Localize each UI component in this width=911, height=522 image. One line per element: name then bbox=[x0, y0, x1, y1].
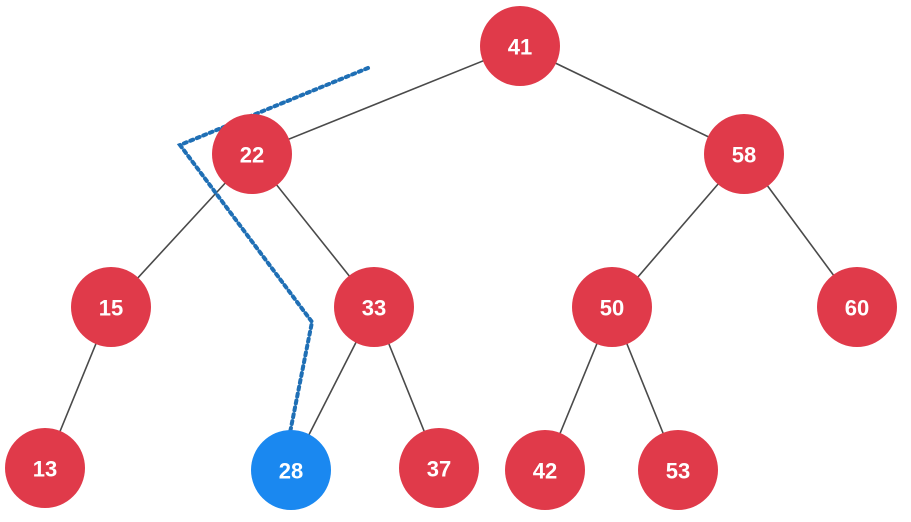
node-label: 42 bbox=[533, 459, 557, 484]
search-path-trace bbox=[176, 66, 370, 485]
highlighted-node-circle bbox=[251, 430, 331, 510]
node-label: 60 bbox=[845, 296, 869, 321]
node-label: 13 bbox=[33, 457, 57, 482]
node-circle bbox=[5, 428, 85, 508]
node-circle bbox=[212, 114, 292, 194]
edges-layer bbox=[44, 45, 858, 471]
tree-node-60: 60 bbox=[817, 267, 897, 347]
node-circle bbox=[638, 430, 718, 510]
node-circle bbox=[71, 267, 151, 347]
tree-node-53: 53 bbox=[638, 430, 718, 510]
tree-node-15: 15 bbox=[71, 267, 151, 347]
tree-node-22: 22 bbox=[212, 114, 292, 194]
tree-node-58: 58 bbox=[704, 114, 784, 194]
node-label: 15 bbox=[99, 296, 123, 321]
node-label: 50 bbox=[600, 296, 624, 321]
tree-node-13: 13 bbox=[5, 428, 85, 508]
tree-node-28: 28 bbox=[251, 430, 331, 510]
edge-41-58 bbox=[519, 45, 745, 155]
node-label: 41 bbox=[508, 35, 532, 60]
node-label: 33 bbox=[362, 296, 386, 321]
node-circle bbox=[480, 6, 560, 86]
node-circle bbox=[334, 267, 414, 347]
tree-node-42: 42 bbox=[505, 430, 585, 510]
node-label: 37 bbox=[427, 457, 451, 482]
node-circle bbox=[399, 428, 479, 508]
node-label: 28 bbox=[279, 459, 303, 484]
node-label: 22 bbox=[240, 143, 264, 168]
tree-node-37: 37 bbox=[399, 428, 479, 508]
node-circle bbox=[572, 267, 652, 347]
node-label: 58 bbox=[732, 143, 756, 168]
node-circle bbox=[704, 114, 784, 194]
node-circle bbox=[817, 267, 897, 347]
tree-node-41: 41 bbox=[480, 6, 560, 86]
nodes-layer: 41 22 58 15 33 50 60 13 28 37 42 53 bbox=[5, 6, 897, 510]
node-label: 53 bbox=[666, 459, 690, 484]
tree-node-33: 33 bbox=[334, 267, 414, 347]
edge-41-22 bbox=[251, 45, 521, 155]
tree-node-50: 50 bbox=[572, 267, 652, 347]
node-circle bbox=[505, 430, 585, 510]
